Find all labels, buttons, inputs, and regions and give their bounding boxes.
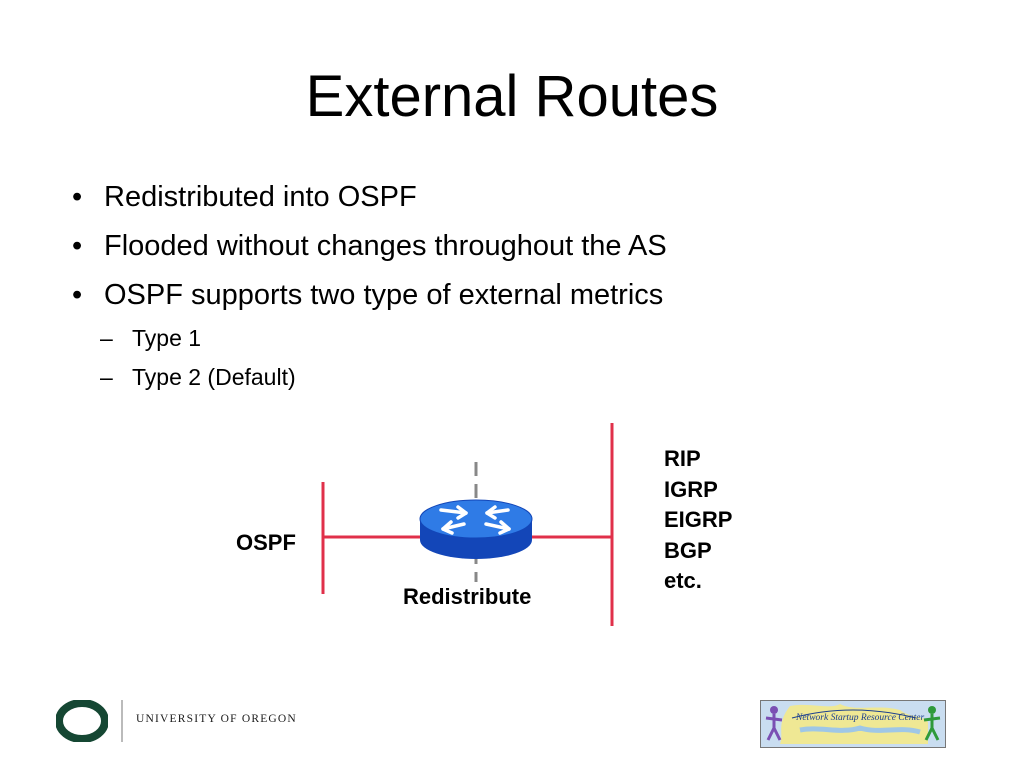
bullet-item: •OSPF supports two type of external metr…	[72, 279, 664, 311]
sub-bullet-item: –Type 2 (Default)	[100, 364, 296, 390]
bullet-list: •Redistributed into OSPF •Flooded withou…	[72, 180, 667, 327]
external-protocol-list: RIP IGRP EIGRP BGP etc.	[664, 444, 732, 597]
slide-title: External Routes	[305, 64, 719, 129]
nsrc-logo-text: Network Startup Resource Center	[795, 713, 924, 723]
university-name: UNIVERSITY OF OREGON	[136, 713, 297, 725]
router-icon	[419, 499, 533, 559]
bullet-item: •Flooded without changes throughout the …	[72, 230, 667, 262]
footer-divider	[121, 700, 123, 742]
protocol-item: IGRP	[664, 476, 718, 502]
sub-bullet-text: Type 2 (Default)	[132, 364, 296, 390]
protocol-item: BGP	[664, 537, 712, 563]
protocol-item: etc.	[664, 568, 702, 593]
bullet-text: OSPF supports two type of external metri…	[104, 279, 664, 311]
bullet-item: •Redistributed into OSPF	[72, 181, 417, 213]
bullet-text: Flooded without changes throughout the A…	[104, 230, 667, 262]
redistribute-label: Redistribute	[403, 584, 532, 609]
ospf-label: OSPF	[236, 530, 296, 555]
sub-bullet-item: –Type 1	[100, 325, 202, 351]
sub-bullet-list: –Type 1 –Type 2 (Default)	[100, 324, 296, 402]
protocol-item: EIGRP	[664, 507, 733, 532]
protocol-item: RIP	[664, 446, 701, 471]
sub-bullet-text: Type 1	[132, 325, 202, 351]
bullet-text: Redistributed into OSPF	[104, 181, 417, 213]
nsrc-logo: Network Startup Resource Center	[760, 700, 946, 748]
university-o-logo	[56, 700, 108, 742]
